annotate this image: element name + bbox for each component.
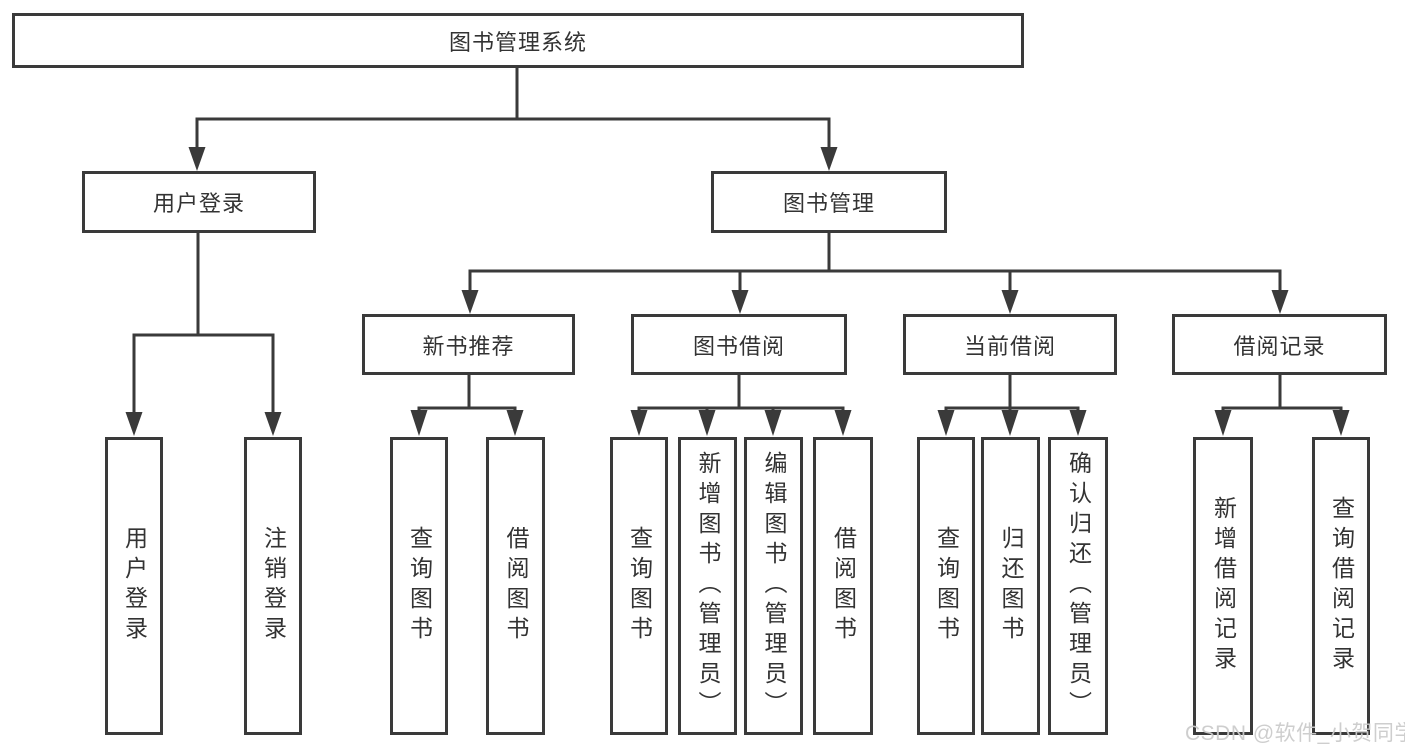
node-new-book-recommend: 新书推荐	[362, 314, 575, 375]
node-borrow-record: 借阅记录	[1172, 314, 1387, 375]
csdn-watermark: CSDN @软件_小贺同学	[1185, 722, 1405, 745]
arrow-down-icon	[698, 410, 716, 436]
node-current-borrow: 当前借阅	[903, 314, 1117, 375]
leaf-borrow-book-2-label: 借阅图书	[830, 526, 857, 646]
arrow-down-icon	[461, 290, 479, 314]
arrow-down-icon	[506, 410, 524, 436]
leaf-return-book-label: 归还图书	[998, 526, 1024, 646]
leaf-query-book-3: 查询图书	[917, 437, 975, 735]
leaf-confirm-return-admin: 确认归还（管理员）	[1048, 437, 1108, 735]
node-book-borrow: 图书借阅	[631, 314, 847, 375]
arrow-down-icon	[1214, 410, 1232, 436]
leaf-logout-label: 注销登录	[260, 526, 287, 646]
node-root-label: 图书管理系统	[448, 29, 587, 55]
leaf-user-login: 用户登录	[105, 437, 163, 735]
leaf-borrow-book-2: 借阅图书	[813, 437, 873, 735]
node-borrow-record-label: 借阅记录	[1233, 333, 1326, 359]
leaf-borrow-book-1-label: 借阅图书	[503, 526, 529, 646]
node-book-mgmt-label: 图书管理	[782, 191, 875, 216]
node-new-book-recommend-label: 新书推荐	[422, 333, 515, 359]
arrow-down-icon	[937, 410, 955, 436]
arrow-down-icon	[188, 147, 206, 171]
arrow-down-icon	[834, 410, 852, 436]
leaf-logout: 注销登录	[244, 437, 302, 735]
node-book-mgmt: 图书管理	[711, 171, 947, 233]
arrow-down-icon	[1001, 290, 1019, 314]
node-current-borrow-label: 当前借阅	[963, 333, 1056, 359]
leaf-add-book-admin-label: 新增图书（管理员）	[695, 451, 721, 721]
leaf-edit-book-admin-label: 编辑图书（管理员）	[761, 451, 787, 721]
leaf-query-book-1: 查询图书	[390, 437, 448, 735]
connector-root-to-level2	[188, 68, 838, 171]
arrow-down-icon	[820, 147, 838, 171]
connector-borrow-record-children	[1214, 375, 1350, 436]
arrow-down-icon	[1271, 290, 1289, 314]
leaf-return-book: 归还图书	[981, 437, 1040, 735]
connector-new-book-children	[410, 375, 524, 436]
arrow-down-icon	[1069, 410, 1087, 436]
node-user-login-label: 用户登录	[152, 191, 245, 216]
leaf-edit-book-admin: 编辑图书（管理员）	[744, 437, 803, 735]
connector-book-mgmt-children	[461, 233, 1289, 314]
arrow-down-icon	[264, 412, 282, 436]
connector-current-borrow-children	[937, 375, 1087, 436]
arrow-down-icon	[125, 412, 143, 436]
arrow-down-icon	[1001, 410, 1019, 436]
leaf-confirm-return-admin-label: 确认归还（管理员）	[1065, 451, 1092, 721]
node-book-borrow-label: 图书借阅	[692, 333, 785, 359]
arrow-down-icon	[630, 410, 648, 436]
node-user-login: 用户登录	[82, 171, 316, 233]
leaf-query-book-2: 查询图书	[610, 437, 668, 735]
leaf-query-book-2-label: 查询图书	[626, 526, 653, 646]
leaf-query-book-1-label: 查询图书	[406, 526, 433, 646]
arrow-down-icon	[764, 410, 782, 436]
leaf-query-borrow-record-label: 查询借阅记录	[1328, 496, 1355, 676]
arrow-down-icon	[1332, 410, 1350, 436]
leaf-borrow-book-1: 借阅图书	[486, 437, 545, 735]
arrow-down-icon	[731, 290, 749, 314]
node-root: 图书管理系统	[12, 13, 1024, 68]
connector-user-login-children	[125, 233, 282, 436]
leaf-add-borrow-record: 新增借阅记录	[1193, 437, 1253, 735]
leaf-query-borrow-record: 查询借阅记录	[1312, 437, 1370, 735]
leaf-user-login-label: 用户登录	[121, 526, 148, 646]
leaf-add-book-admin: 新增图书（管理员）	[678, 437, 737, 735]
arrow-down-icon	[410, 410, 428, 436]
leaf-add-borrow-record-label: 新增借阅记录	[1210, 496, 1237, 676]
leaf-query-book-3-label: 查询图书	[933, 526, 960, 646]
connector-book-borrow-children	[630, 375, 852, 436]
